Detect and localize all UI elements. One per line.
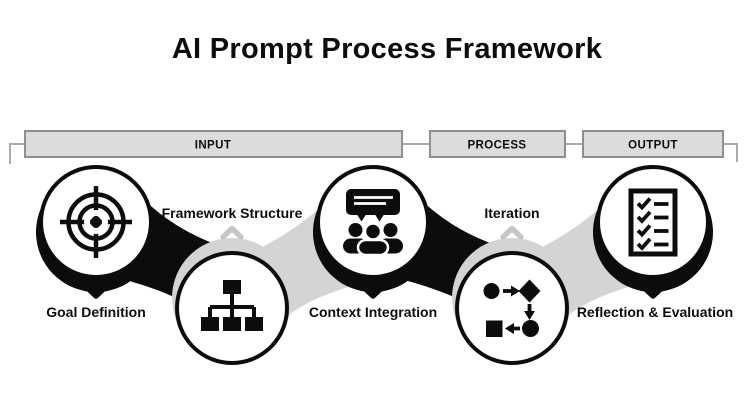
hierarchy-icon [201, 280, 263, 331]
phase-label-process: PROCESS [467, 140, 526, 152]
left-bracket-line [9, 143, 25, 164]
node-circle-iteration [455, 251, 569, 365]
node-label-iteration: Iteration [484, 205, 539, 221]
node-circle-context-integration [316, 165, 430, 279]
chevron-up-icon [220, 225, 244, 240]
right-bracket-line [723, 143, 738, 162]
phase-bar-process [429, 130, 566, 158]
page-title: AI Prompt Process Framework [172, 33, 603, 65]
node-label-goal-definition: Goal Definition [46, 304, 146, 320]
checklist-icon [628, 188, 678, 257]
phase-bar-output [582, 130, 724, 158]
chevron-down-icon [641, 284, 665, 299]
chevron-up-icon [500, 225, 524, 240]
chevron-down-icon [84, 284, 108, 299]
node-label-context-integration: Context Integration [309, 304, 437, 320]
node-label-reflection-evaluation: Reflection & Evaluation [577, 304, 733, 320]
group-discussion-icon [343, 189, 403, 257]
phase-header: INPUT PROCESS OUTPUT [9, 130, 738, 164]
workflow-shapes-icon [483, 279, 541, 337]
chevron-down-icon [361, 284, 385, 299]
node-circle-reflection-evaluation [596, 165, 710, 279]
phase-label-output: OUTPUT [628, 140, 678, 152]
target-icon [60, 186, 132, 258]
phase-label-input: INPUT [195, 140, 232, 152]
phase-bar-input [24, 130, 403, 158]
node-label-framework-structure: Framework Structure [162, 205, 303, 221]
